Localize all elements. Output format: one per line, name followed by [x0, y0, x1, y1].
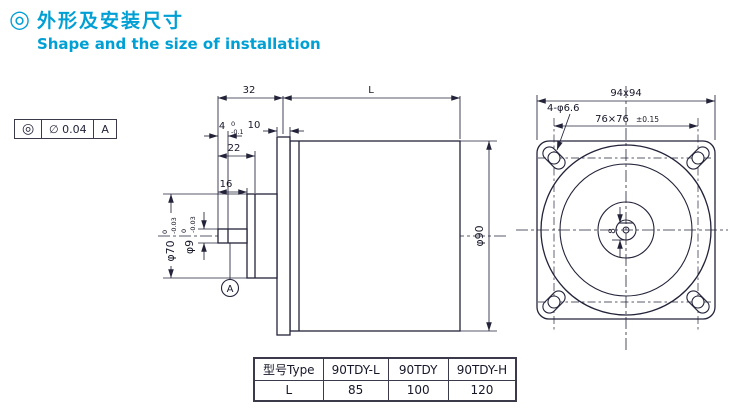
mounting-hole — [691, 295, 705, 309]
front-dimension-labels: 94x94 76×76 ±0.15 4-φ6.6 8 — [547, 88, 659, 234]
front-view: 94x94 76×76 ±0.15 4-φ6.6 8 — [516, 86, 728, 350]
table-cell-120: 120 — [447, 380, 517, 401]
dim-8-label: 8 — [608, 228, 618, 234]
dim-10-label: 10 — [248, 120, 261, 131]
shaft — [217, 228, 248, 244]
datum-balloon — [220, 278, 240, 298]
table-cell-100: 100 — [387, 380, 449, 401]
mounting-hole — [547, 151, 561, 165]
motor-outline — [217, 136, 461, 336]
front-centerlines — [516, 86, 728, 350]
mounting-hole — [547, 295, 561, 309]
phi70-tol-upper: 0 — [161, 230, 169, 234]
mounting-hole — [691, 151, 705, 165]
table-cell-85: 85 — [322, 380, 389, 401]
feature-control-frame: ◎ ∅ 0.04 A — [14, 119, 117, 139]
dim-76-tol: ±0.15 — [636, 115, 659, 124]
dim-phi70-label-group: φ70 0 -0.03 — [161, 217, 178, 261]
dim-94-label: 94x94 — [610, 88, 641, 99]
side-view: 32 L 4 0 -0.1 10 22 16 φ70 0 -0.03 φ9 0 … — [158, 85, 508, 336]
page-title-zh: 外形及安装尺寸 — [36, 10, 184, 32]
motor-body — [289, 140, 461, 332]
phi9-tol-lower: -0.03 — [189, 216, 197, 233]
table-header-model-l: 90TDY-L — [322, 357, 389, 381]
dim-76-label: 76×76 — [595, 114, 629, 125]
center-hole — [622, 226, 630, 234]
table-header-model: 90TDY — [387, 357, 449, 381]
front-dimension-lines — [536, 95, 716, 257]
dim-phi90-label: φ90 — [473, 225, 486, 246]
tolerance-value: ∅ 0.04 — [41, 119, 95, 139]
dim-phi9-label: φ9 — [183, 240, 196, 254]
flange-square — [536, 140, 716, 320]
dim-phi90-label-group: φ90 — [473, 225, 486, 246]
dim-phi9-label-group: φ9 0 -0.03 — [180, 216, 197, 254]
phi9-tol-upper: 0 — [180, 229, 188, 233]
boss-circle — [559, 163, 693, 297]
datum-label: A — [227, 284, 234, 295]
mounting-flange — [276, 136, 291, 336]
table-header-model-h: 90TDY-H — [447, 357, 517, 381]
dim-4-label: 4 — [219, 121, 225, 132]
phi70-tol-lower: -0.03 — [170, 217, 178, 234]
table-row: L 85 100 120 — [253, 380, 517, 401]
datum-reference: A — [93, 119, 117, 139]
concentricity-symbol-icon: ◎ — [14, 119, 43, 139]
dim-22-label: 22 — [228, 143, 241, 154]
table-header-row: 型号Type 90TDY-L 90TDY 90TDY-H — [253, 357, 517, 381]
page-title-en: Shape and the size of installation — [36, 35, 321, 53]
dim-16-label: 16 — [220, 179, 233, 190]
mounting-holes — [547, 151, 705, 309]
titles: 外形及安装尺寸 Shape and the size of installati… — [37, 6, 321, 53]
dim-holes-label: 4-φ6.6 — [547, 103, 579, 114]
dim-32-label: 32 — [243, 85, 256, 96]
pilot-boss — [246, 193, 278, 279]
dim-8-label-group: 8 — [608, 228, 618, 234]
dim-4-tol-upper: 0 — [231, 120, 235, 128]
side-dimension-labels: 32 L 4 0 -0.1 10 22 16 φ70 0 -0.03 φ9 0 … — [161, 85, 486, 295]
dim-4-tol-lower: -0.1 — [231, 128, 244, 136]
dim-L-label: L — [368, 85, 374, 96]
page-header: ◎ 外形及安装尺寸 Shape and the size of installa… — [9, 6, 321, 53]
side-dimension-lines — [163, 95, 497, 332]
bullseye-icon: ◎ — [9, 5, 30, 33]
table-header-type: 型号Type — [253, 357, 324, 381]
dimension-table: 型号Type 90TDY-L 90TDY 90TDY-H L 85 100 12… — [253, 357, 518, 402]
front-circles — [540, 144, 712, 316]
body-circle — [540, 144, 712, 316]
table-cell-L: L — [253, 380, 324, 401]
dim-phi70-label: φ70 — [164, 240, 177, 261]
hub-circle — [597, 201, 655, 259]
